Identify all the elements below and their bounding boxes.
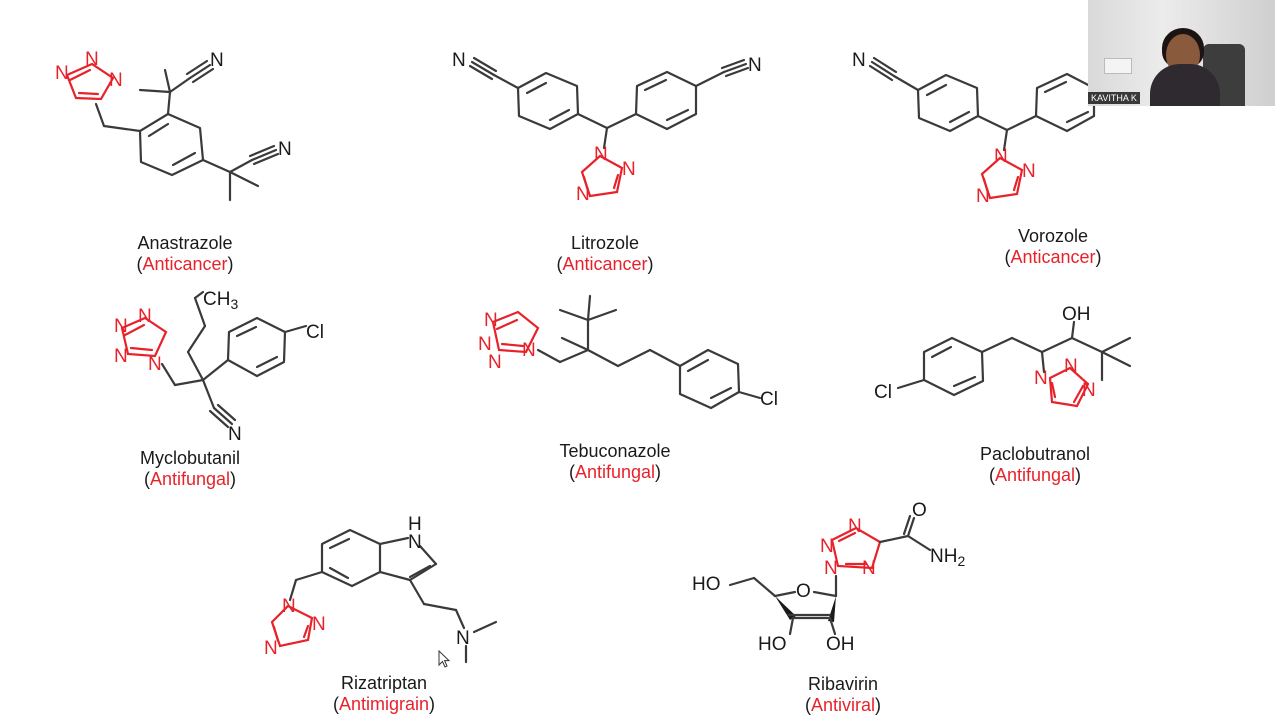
caption-tebuconazole: Tebuconazole (Antifungal) — [505, 441, 725, 483]
atom-o: O — [796, 581, 811, 602]
atom-n: N — [576, 184, 590, 205]
atom-n: N — [594, 144, 608, 165]
compound-class: Anticancer — [562, 254, 648, 274]
compound-name: Myclobutanil — [139, 448, 241, 468]
atom-n: N — [1064, 356, 1078, 377]
atom-cl: Cl — [760, 389, 778, 410]
atom-ch3: CH3 — [203, 289, 238, 312]
atom-n: N — [85, 49, 99, 70]
atom-n: N — [210, 50, 224, 71]
atom-n: N — [148, 354, 162, 375]
atom-cl: Cl — [874, 382, 892, 403]
mouse-pointer-icon — [438, 650, 451, 668]
compound-name: Anastrazole — [137, 233, 233, 253]
paclobutranol-structure: Cl OH N N N — [874, 304, 1132, 408]
caption-myclobutanil: Myclobutanil (Antifungal) — [80, 448, 300, 490]
atom-oh: OH — [1062, 304, 1091, 325]
atom-n: N — [456, 628, 470, 649]
atom-h: H — [408, 514, 422, 535]
caption-ribavirin: Ribavirin (Antiviral) — [733, 674, 953, 716]
atom-n: N — [282, 596, 296, 617]
atom-n: N — [478, 334, 492, 355]
atom-o: O — [912, 500, 927, 521]
ribavirin-structure: HO O HO OH N N N N O NH2 — [692, 500, 965, 655]
participant-video-tile[interactable]: KAVITHA K — [1088, 0, 1275, 106]
litrozole-structure: N N N N N — [452, 50, 762, 205]
compound-name: Paclobutranol — [979, 444, 1091, 464]
compound-name: Tebuconazole — [559, 441, 671, 461]
atom-n: N — [1034, 368, 1048, 389]
atom-n: N — [994, 146, 1008, 167]
compound-class: Antifungal — [994, 465, 1076, 485]
atom-n: N — [862, 558, 876, 579]
atom-n: N — [114, 316, 128, 337]
compound-class: Antifungal — [149, 469, 231, 489]
atom-n: N — [488, 352, 502, 373]
participant-name-tag: KAVITHA K — [1088, 92, 1140, 104]
compound-name: Vorozole — [1017, 226, 1089, 246]
compound-class: Antimigrain — [338, 694, 430, 714]
atom-n: N — [522, 340, 536, 361]
atom-n: N — [852, 50, 866, 71]
atom-n: N — [278, 139, 292, 160]
atom-n: N — [312, 614, 326, 635]
atom-n: N — [264, 638, 278, 659]
compound-class: Antifungal — [574, 462, 656, 482]
rizatriptan-structure: H N N N N N — [264, 514, 498, 664]
caption-anastrazole: Anastrazole (Anticancer) — [75, 233, 295, 275]
atom-ho: HO — [692, 574, 721, 595]
tebuconazole-structure: N N N N Cl — [478, 294, 778, 410]
atom-n: N — [976, 186, 990, 207]
compound-class: Anticancer — [1010, 247, 1096, 267]
atom-n: N — [748, 55, 762, 76]
atom-n: N — [824, 558, 838, 579]
atom-n: N — [109, 70, 123, 91]
atom-n: N — [848, 516, 862, 537]
wall-switch — [1104, 58, 1132, 74]
atom-n: N — [408, 532, 422, 553]
atom-n: N — [1082, 380, 1096, 401]
anastrazole-triazole — [65, 62, 115, 101]
atom-ho: HO — [758, 634, 787, 655]
myclobutanil-structure: N N N N CH3 N Cl — [114, 289, 324, 445]
caption-vorozole: Vorozole (Anticancer) — [943, 226, 1163, 268]
atom-n: N — [1022, 161, 1036, 182]
atom-n: N — [820, 536, 834, 557]
anastrazole-structure: N N N N N — [55, 49, 292, 202]
atom-n: N — [452, 50, 466, 71]
atom-oh: OH — [826, 634, 855, 655]
atom-n: N — [138, 306, 152, 327]
atom-n: N — [622, 159, 636, 180]
vorozole-structure: N N N N — [852, 50, 1096, 207]
caption-litrozole: Litrozole (Anticancer) — [495, 233, 715, 275]
atom-cl: Cl — [306, 322, 324, 343]
compound-name: Litrozole — [570, 233, 640, 253]
atom-n: N — [484, 310, 498, 331]
caption-paclobutranol: Paclobutranol (Antifungal) — [925, 444, 1145, 486]
atom-n: N — [228, 424, 242, 445]
compound-name: Rizatriptan — [340, 673, 428, 693]
compound-name: Ribavirin — [807, 674, 879, 694]
atom-n: N — [55, 63, 69, 84]
caption-rizatriptan: Rizatriptan (Antimigrain) — [274, 673, 494, 715]
compound-class: Antiviral — [810, 695, 876, 715]
compound-class: Anticancer — [142, 254, 228, 274]
atom-nh2: NH2 — [930, 546, 965, 569]
atom-n: N — [114, 346, 128, 367]
